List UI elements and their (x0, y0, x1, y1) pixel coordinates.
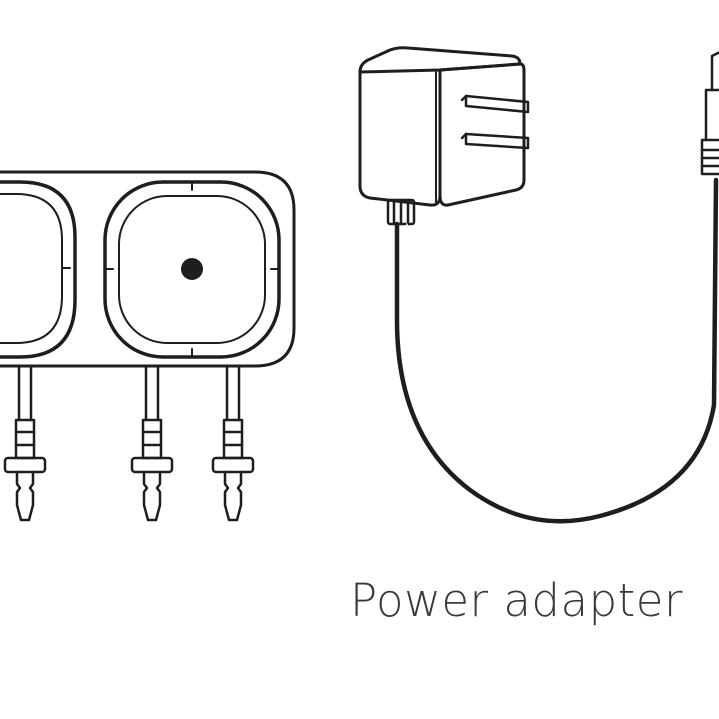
dc-connector-icon (700, 51, 719, 176)
tube-fitting-icon (3, 364, 255, 522)
adapter-body-side (438, 62, 526, 207)
power-cable-icon (394, 177, 719, 524)
dosing-pump-icon (0, 170, 296, 522)
plug-prongs-icon (460, 94, 530, 150)
pump-head-right-icon (103, 180, 281, 359)
adapter-body-top (358, 46, 522, 74)
rotor-shaft-icon (181, 258, 203, 280)
adapter-body-front (358, 68, 442, 207)
pump-housing (0, 170, 296, 368)
power-adapter-icon (358, 46, 719, 524)
strain-relief-icon (386, 198, 416, 226)
pump-head-left-icon (0, 180, 77, 359)
power-adapter-caption: Power adapter (350, 574, 683, 627)
